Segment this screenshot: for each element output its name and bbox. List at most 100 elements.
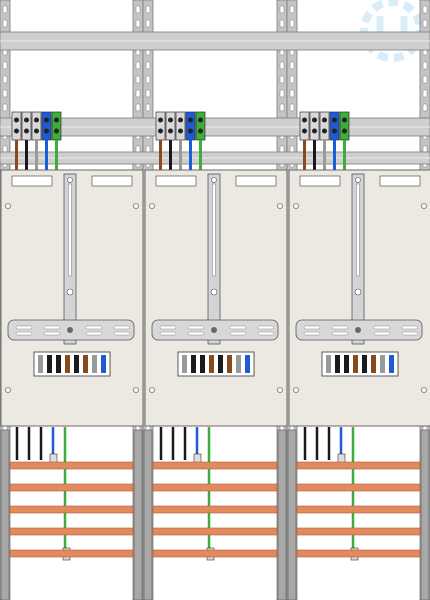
crossbar-slot bbox=[373, 325, 391, 330]
terminal-screw bbox=[342, 128, 347, 134]
bracket-hole bbox=[354, 288, 362, 296]
rail-slot bbox=[135, 5, 141, 14]
rail-slot bbox=[2, 61, 8, 70]
crossbar-slot bbox=[401, 325, 419, 330]
terminal-screw bbox=[312, 117, 317, 123]
strip-terminal bbox=[182, 355, 187, 373]
rail-slot bbox=[2, 75, 8, 84]
rail-slot bbox=[145, 19, 151, 28]
rail-slot bbox=[145, 89, 151, 98]
crossbar-slot bbox=[15, 325, 33, 330]
rail-slot bbox=[422, 103, 428, 112]
crossbar-slot bbox=[85, 331, 103, 336]
strip-terminal bbox=[344, 355, 349, 373]
terminal-screw bbox=[54, 117, 59, 123]
terminal-block-icon bbox=[11, 111, 62, 141]
panel-screw bbox=[5, 387, 11, 393]
rail-slot bbox=[135, 19, 141, 28]
terminal-screw bbox=[188, 128, 193, 134]
crossbar-slot bbox=[303, 331, 321, 336]
strip-terminal bbox=[326, 355, 331, 373]
strip-terminal bbox=[83, 355, 88, 373]
busbar bbox=[296, 461, 421, 470]
crossbar-slot bbox=[159, 331, 177, 336]
strip-terminal bbox=[209, 355, 214, 373]
crossbar-slot bbox=[113, 331, 131, 336]
busbar bbox=[296, 483, 421, 492]
strip-terminal bbox=[56, 355, 61, 373]
strip-terminal bbox=[245, 355, 250, 373]
terminal bbox=[319, 111, 330, 141]
crossbar-slot bbox=[331, 325, 349, 330]
meter-mount-bracket-icon bbox=[7, 173, 135, 345]
busbar bbox=[296, 549, 421, 558]
terminal-screw bbox=[24, 117, 29, 123]
terminal-screw bbox=[54, 128, 59, 134]
panel-screw bbox=[149, 203, 155, 209]
panel-screw bbox=[293, 387, 299, 393]
terminal-screw bbox=[312, 128, 317, 134]
terminal-screw bbox=[302, 117, 307, 123]
panel-screw bbox=[277, 387, 283, 393]
rail-slot bbox=[279, 89, 285, 98]
panel-screw bbox=[421, 387, 427, 393]
strip-terminal bbox=[38, 355, 43, 373]
strip-terminal bbox=[362, 355, 367, 373]
panel-screw bbox=[277, 203, 283, 209]
rail-slot bbox=[145, 103, 151, 112]
rail-slot bbox=[145, 61, 151, 70]
crossbar-slot bbox=[187, 325, 205, 330]
busbar-support bbox=[143, 429, 153, 600]
terminal-screw bbox=[198, 128, 203, 134]
strip-terminal bbox=[101, 355, 106, 373]
rail-slot bbox=[422, 89, 428, 98]
terminal-screw bbox=[168, 128, 173, 134]
bracket-slot bbox=[212, 183, 216, 277]
terminal-screw bbox=[44, 128, 49, 134]
label-slot bbox=[11, 175, 53, 187]
bracket-hole bbox=[211, 177, 217, 183]
panel-screw bbox=[149, 387, 155, 393]
panel-screw bbox=[133, 387, 139, 393]
busbar-support bbox=[277, 429, 287, 600]
rail-slot bbox=[135, 75, 141, 84]
rail-slot bbox=[135, 89, 141, 98]
terminal-screw bbox=[34, 117, 39, 123]
terminal-block-icon bbox=[155, 111, 206, 141]
terminal-screw bbox=[158, 128, 163, 134]
terminal-screw bbox=[24, 128, 29, 134]
terminal-screw bbox=[302, 128, 307, 134]
meter-terminal-strip bbox=[33, 351, 111, 377]
terminal bbox=[175, 111, 186, 141]
terminal-screw bbox=[322, 117, 327, 123]
terminal-screw bbox=[332, 117, 337, 123]
bracket-slot bbox=[68, 183, 72, 277]
terminal-screw bbox=[14, 128, 19, 134]
crossbar-center bbox=[211, 327, 217, 333]
meter-terminal-strip bbox=[177, 351, 255, 377]
terminal-screw bbox=[44, 117, 49, 123]
busbar-support bbox=[133, 429, 143, 600]
terminal bbox=[329, 111, 340, 141]
crossbar-slot bbox=[85, 325, 103, 330]
crossbar-slot bbox=[303, 325, 321, 330]
busbar bbox=[9, 549, 134, 558]
rail-slot bbox=[422, 19, 428, 28]
label-slot bbox=[379, 175, 421, 187]
crossbar-slot bbox=[401, 331, 419, 336]
strip-terminal bbox=[200, 355, 205, 373]
crossbar-slot bbox=[229, 325, 247, 330]
rail-slot bbox=[289, 5, 295, 14]
terminal bbox=[185, 111, 196, 141]
bracket-hole bbox=[67, 177, 73, 183]
rail-slot bbox=[422, 75, 428, 84]
rail-slot bbox=[279, 75, 285, 84]
bracket-hole bbox=[66, 288, 74, 296]
strip-terminal bbox=[47, 355, 52, 373]
strip-terminal bbox=[389, 355, 394, 373]
busbar bbox=[152, 549, 278, 558]
meter-terminal-strip bbox=[321, 351, 399, 377]
busbar bbox=[152, 527, 278, 536]
rail-slot bbox=[145, 5, 151, 14]
